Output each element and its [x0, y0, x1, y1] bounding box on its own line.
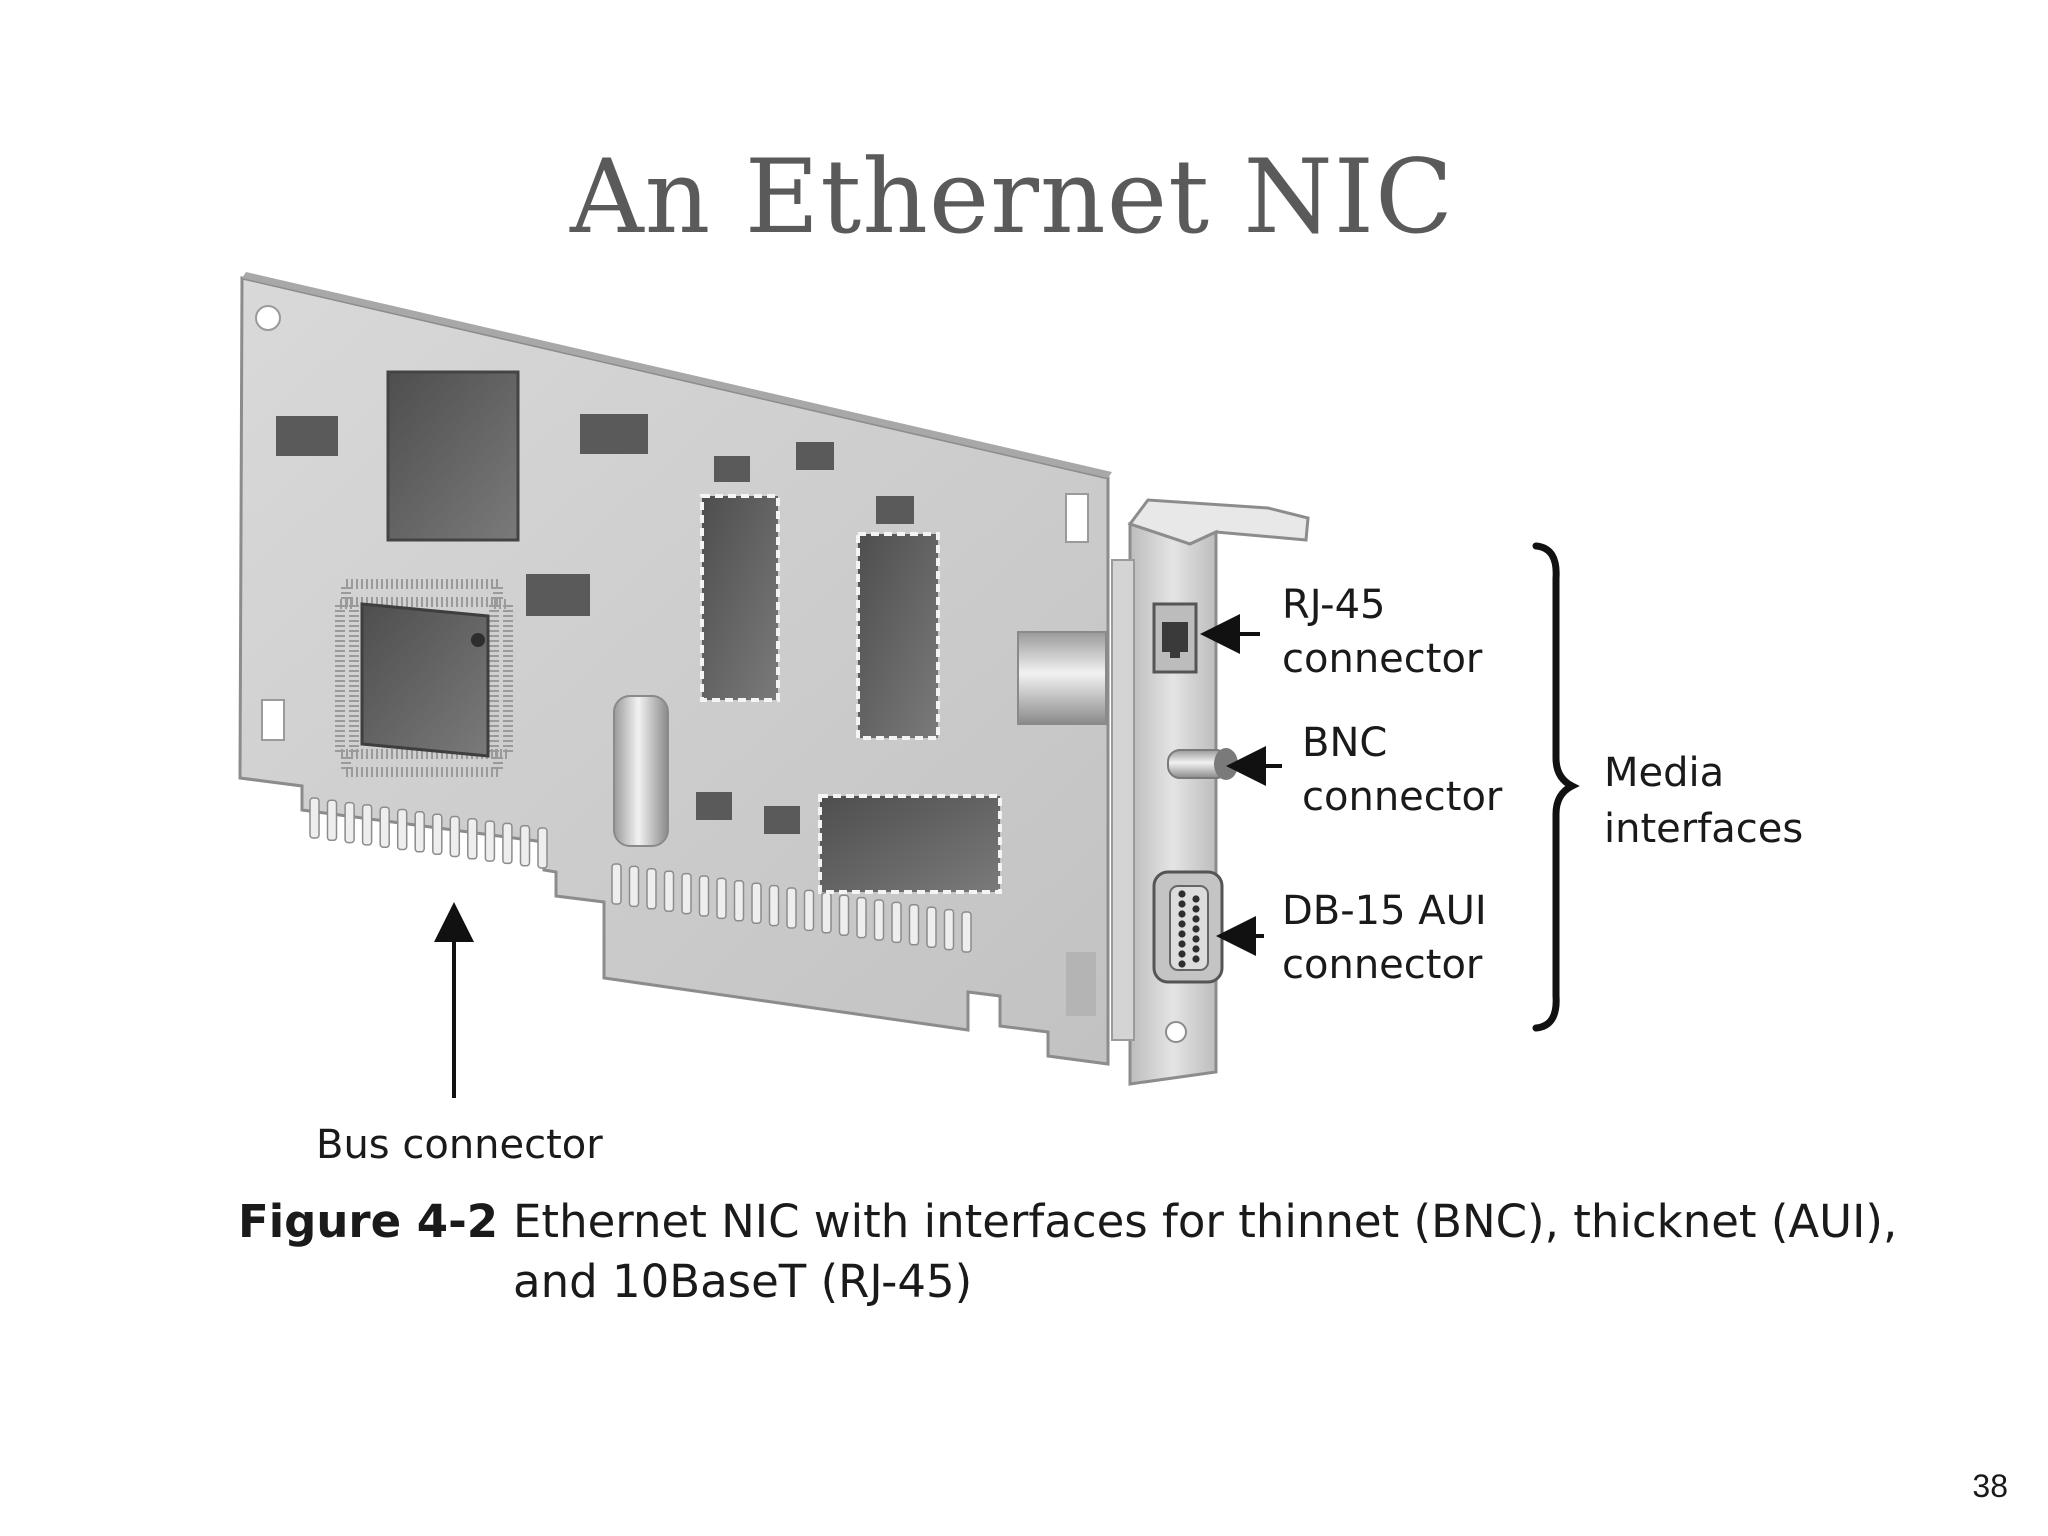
connector-finger — [663, 870, 675, 912]
connector-finger — [611, 863, 622, 905]
connector-finger — [821, 892, 832, 934]
connector-finger — [716, 877, 727, 920]
smd-chip — [714, 456, 750, 482]
connector-finger — [873, 899, 885, 941]
connector-finger — [379, 806, 390, 848]
media-label-line1: Media — [1604, 750, 1724, 796]
connector-finger — [502, 822, 513, 865]
smd-chip — [876, 496, 914, 524]
connector-finger — [961, 911, 972, 953]
connector-finger — [467, 818, 478, 860]
connector-finger — [856, 896, 867, 939]
db15-pin — [1178, 960, 1186, 968]
connector-finger — [537, 827, 548, 869]
media-label-line2: interfaces — [1604, 806, 1803, 852]
connector-finger — [449, 815, 461, 858]
rj45-port — [1152, 602, 1198, 674]
connector-finger — [396, 808, 408, 851]
connector-finger — [344, 801, 355, 844]
transformer-component — [1017, 631, 1107, 725]
db15-pin — [1192, 915, 1200, 923]
dip-chip — [818, 794, 1002, 894]
db15-pin — [1178, 930, 1186, 938]
chips — [276, 370, 1107, 1016]
connector-finger — [943, 908, 955, 951]
db15-pin — [1178, 950, 1186, 958]
db15-pin — [1178, 920, 1186, 928]
connector-finger — [698, 875, 710, 917]
connector-finger — [681, 872, 692, 915]
connector-finger — [768, 884, 780, 927]
connector-finger — [733, 880, 745, 922]
db15-pin — [1192, 935, 1200, 943]
smd-chip — [580, 414, 648, 454]
connector-finger — [326, 799, 338, 842]
db15-pin — [1178, 910, 1186, 918]
memory-chip — [386, 370, 520, 542]
bus-connector-label: Bus connector — [316, 1122, 603, 1168]
bnc-label-line2: connector — [1302, 774, 1503, 820]
smd-chip — [764, 806, 800, 834]
smd-chip — [526, 574, 590, 616]
callout-arrows — [434, 614, 1282, 1098]
slide-title: An Ethernet NIC — [570, 138, 1455, 257]
connector-finger — [803, 889, 815, 932]
bus-connector-fingers — [309, 797, 972, 953]
connector-finger — [414, 811, 425, 853]
smd-chip — [796, 442, 834, 470]
figure-caption-text: Ethernet NIC with interfaces for thinnet… — [513, 1195, 1898, 1308]
db15-pin — [1178, 890, 1186, 898]
mounting-bracket — [1111, 498, 1310, 1086]
db15-pin — [1192, 895, 1200, 903]
connector-finger — [309, 797, 320, 839]
rj45-label-line1: RJ-45 — [1282, 582, 1386, 628]
connector-finger — [926, 906, 937, 948]
db15-pin — [1192, 925, 1200, 933]
dip-chip — [856, 532, 940, 740]
db15-pin — [1192, 945, 1200, 953]
figure-number: Figure 4-2 — [238, 1195, 499, 1248]
connector-finger — [908, 904, 920, 946]
connector-finger — [432, 813, 443, 855]
connector-finger — [519, 824, 531, 867]
db15-pin — [1192, 955, 1200, 963]
smd-chip — [276, 416, 338, 456]
db15-pin — [1178, 900, 1186, 908]
db15-label-line2: connector — [1282, 942, 1483, 988]
controller-chip — [335, 579, 513, 777]
db15-label-line1: DB-15 AUI — [1282, 888, 1487, 934]
media-interfaces-brace — [1532, 542, 1580, 1032]
connector-finger — [361, 804, 373, 846]
connector-finger — [838, 894, 850, 936]
smd-chip — [696, 792, 732, 820]
bnc-port — [1167, 748, 1238, 780]
connector-finger — [786, 887, 797, 929]
led-component — [1066, 952, 1096, 1016]
db15-pin — [1178, 940, 1186, 948]
crystal-component — [613, 695, 669, 847]
connector-finger — [628, 865, 640, 908]
connector-finger — [891, 901, 902, 944]
bnc-label-line1: BNC — [1302, 720, 1387, 766]
page-number: 38 — [1972, 1468, 2008, 1504]
connector-finger — [646, 868, 657, 910]
db15-port — [1152, 870, 1224, 984]
db15-pin — [1192, 905, 1200, 913]
rj45-label-line2: connector — [1282, 636, 1483, 682]
connector-finger — [751, 882, 762, 924]
dip-chip — [700, 494, 780, 702]
connector-finger — [484, 820, 496, 862]
